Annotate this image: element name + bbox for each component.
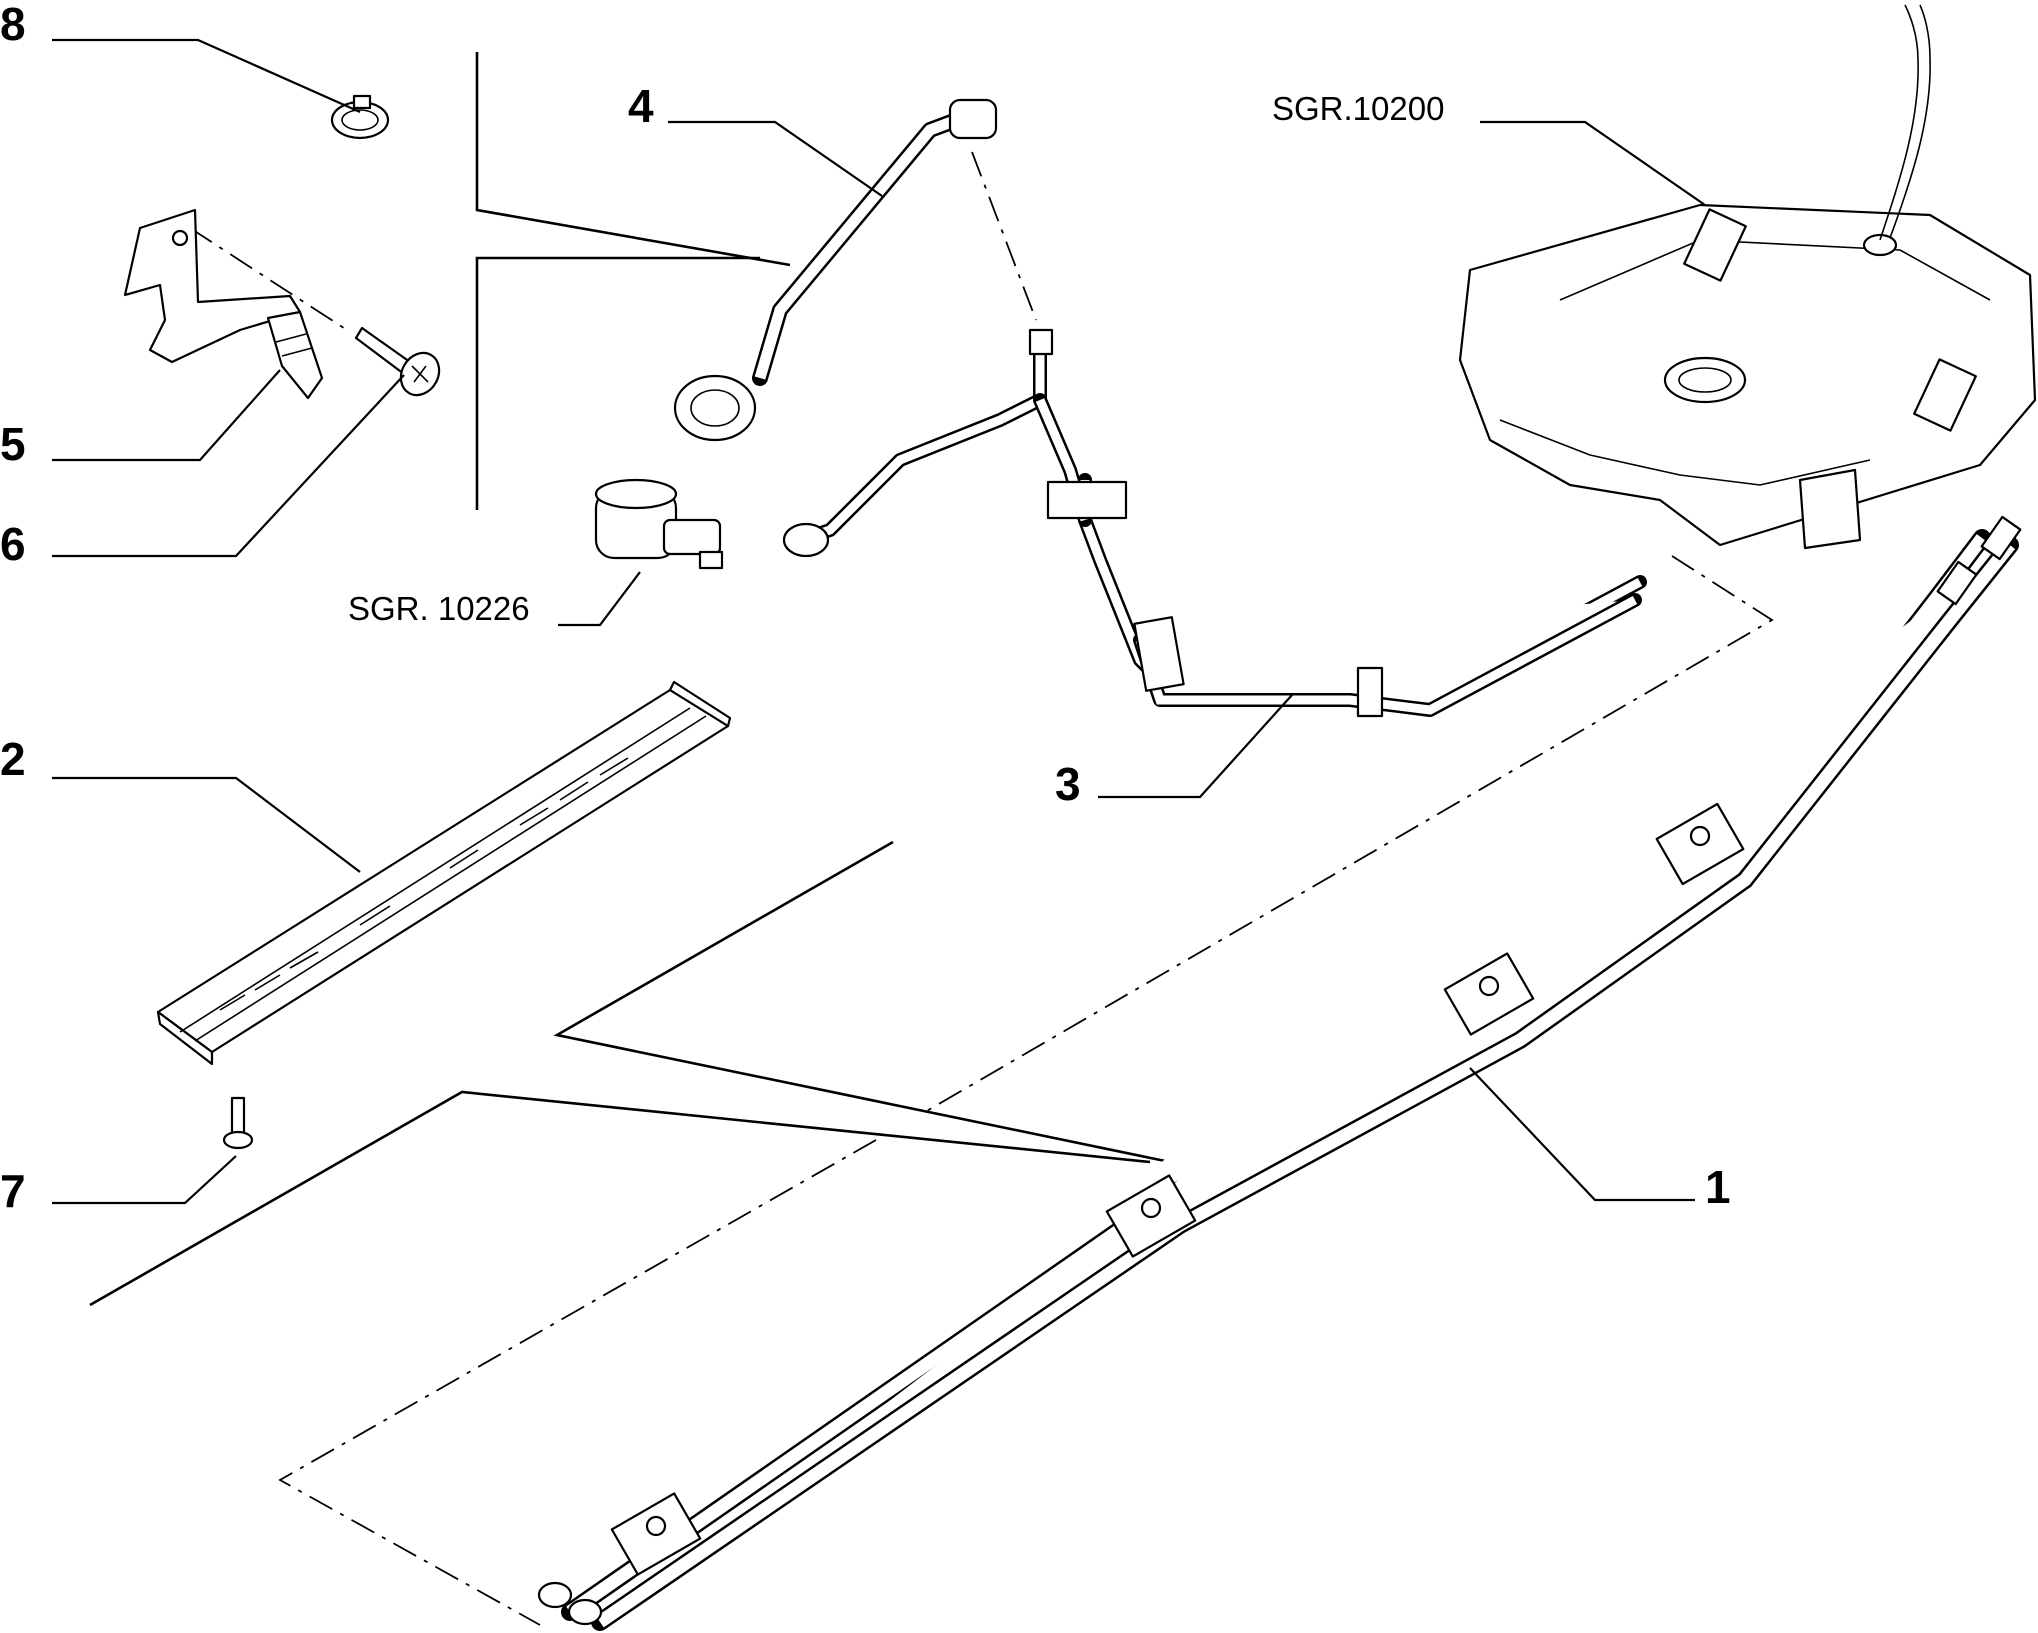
mounting-bracket-icon [123, 208, 324, 400]
vent-line [673, 98, 998, 442]
bolt-icon [222, 1096, 254, 1150]
protection-guard-icon [156, 680, 732, 1066]
return-line-assembly [782, 328, 1647, 718]
callout-5: 5 [0, 418, 26, 470]
fuel-line-assembly [537, 515, 2022, 1631]
callout-2: 2 [0, 733, 26, 785]
reference-tank: SGR.10200 [1272, 90, 1444, 127]
reference-sensor: SGR. 10226 [348, 590, 530, 627]
sensor-icon [594, 478, 724, 570]
callout-7: 7 [0, 1165, 26, 1217]
reference-labels: SGR.10200 SGR. 10226 [348, 90, 1444, 627]
callout-6: 6 [0, 518, 26, 570]
fuel-tank-icon [1458, 4, 2037, 550]
screw-icon [354, 326, 441, 397]
leader-lines [52, 38, 1706, 1205]
hose-clamp-icon [330, 94, 390, 140]
callout-8: 8 [0, 0, 26, 50]
callout-1: 1 [1705, 1161, 1731, 1213]
callout-numbers: 8 4 5 6 2 3 7 1 [0, 0, 1731, 1217]
callout-3: 3 [1055, 758, 1081, 810]
assembly-dash-lines [189, 151, 1774, 1626]
group-bracket-lines [89, 52, 1171, 1307]
callout-4: 4 [628, 80, 654, 132]
